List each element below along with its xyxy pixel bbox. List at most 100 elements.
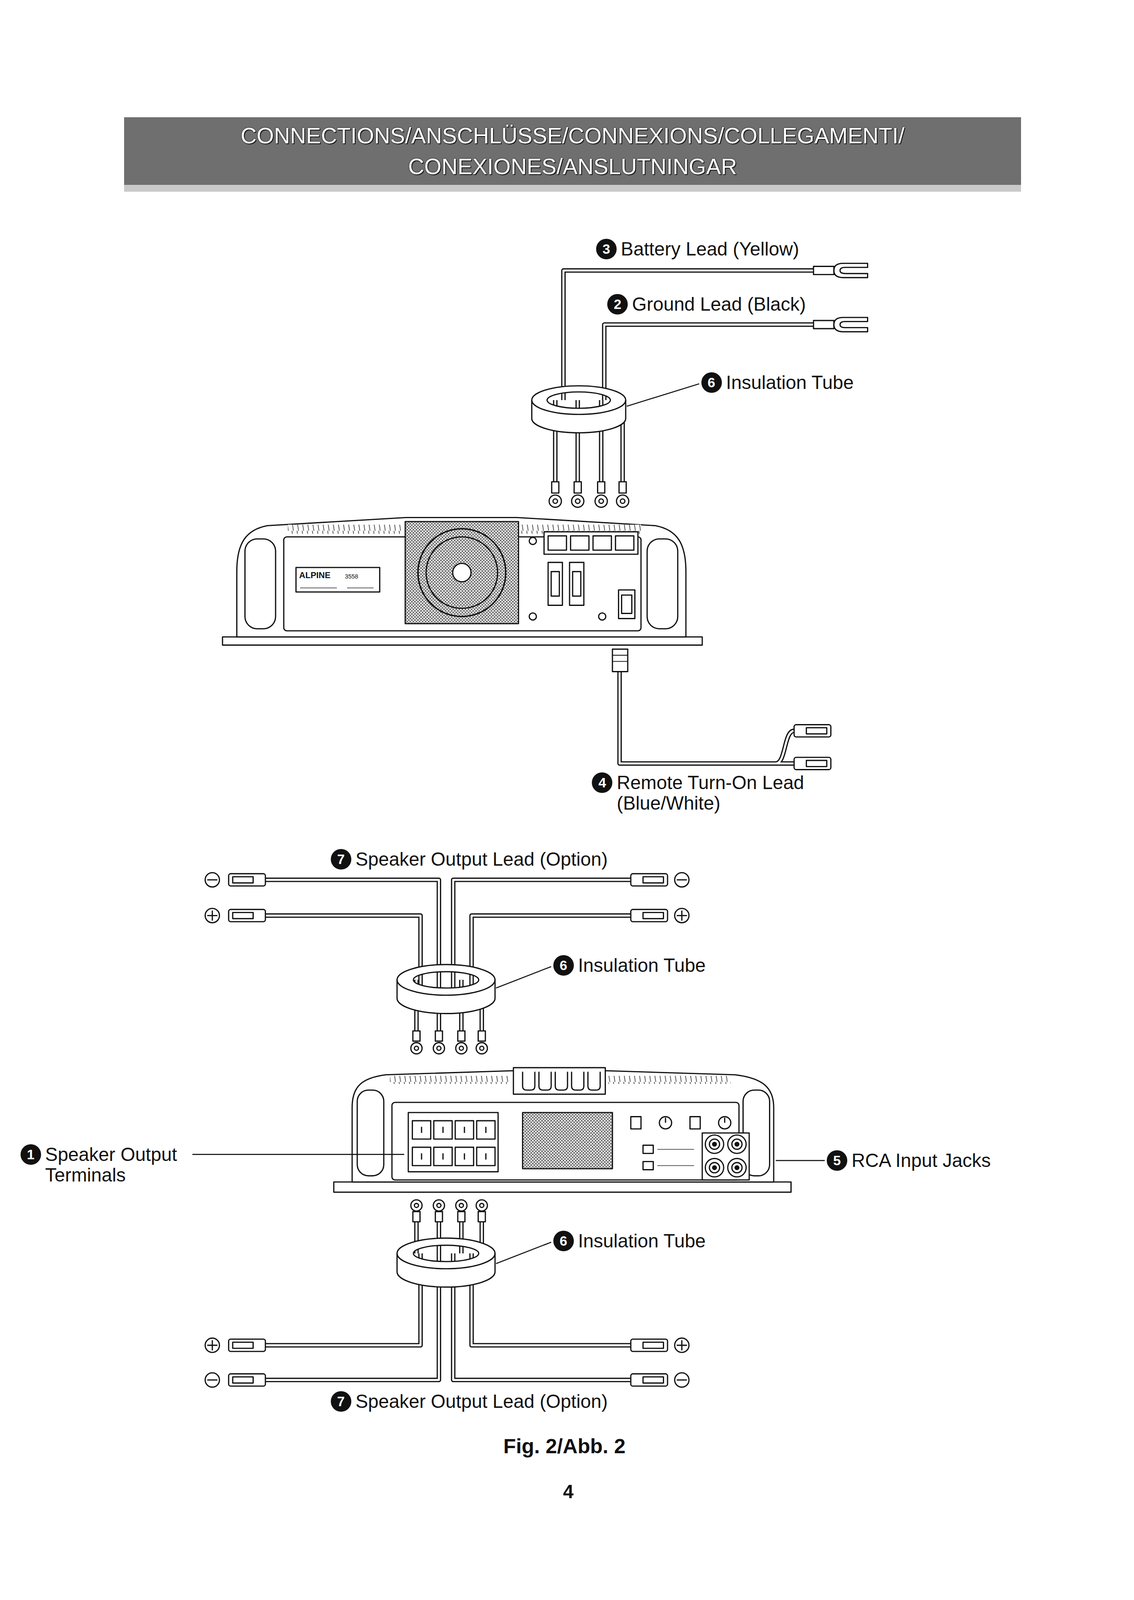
ring-terminal-hole	[436, 1046, 442, 1051]
plus-symbol-cross	[207, 1340, 218, 1351]
ring-terminal	[476, 1199, 488, 1212]
insulation-tube-hole	[413, 1245, 479, 1262]
panel-fine-print	[657, 1149, 695, 1166]
power-terminal	[593, 535, 612, 550]
plus-symbol-cross	[207, 910, 218, 921]
spade-connector	[228, 1338, 266, 1352]
ring-terminal	[455, 1042, 467, 1054]
fuse-holder	[569, 562, 584, 606]
leader-line	[192, 1154, 405, 1155]
spade-connector-inner	[232, 1377, 254, 1384]
remote-plug-ridges	[612, 655, 628, 662]
side-handle	[647, 538, 678, 629]
callout-number: 3	[596, 238, 617, 260]
figure-caption: Fig. 2/Abb. 2	[393, 1434, 736, 1459]
ridge-slots	[522, 1071, 600, 1091]
callout-label: Ground Lead (Black)	[632, 293, 806, 315]
title-band	[124, 117, 1022, 185]
rear-grille	[522, 1112, 613, 1169]
selector-switch	[630, 1116, 642, 1129]
cable-core	[265, 879, 631, 1036]
screw	[598, 612, 606, 621]
rca-plate	[702, 1133, 750, 1181]
fan-hub	[452, 563, 472, 582]
insulation-tube-hole	[546, 391, 611, 409]
mounting-flange	[222, 636, 703, 645]
ring-terminal-hole	[459, 1203, 464, 1208]
rca-jack-pin	[735, 1142, 740, 1147]
callout-label: Speaker Output Lead (Option)	[355, 1391, 608, 1412]
ring-terminal	[595, 495, 608, 508]
rca-jack	[705, 1158, 724, 1177]
fuse	[551, 571, 560, 597]
power-terminal	[548, 535, 567, 550]
page-number: 4	[525, 1481, 612, 1503]
callout-label: Insulation Tube	[726, 372, 854, 393]
callout-label: RCA Input Jacks	[851, 1150, 991, 1171]
minus-symbol-bar	[207, 1379, 218, 1381]
fork-terminal	[834, 317, 868, 332]
ring-terminal	[476, 1042, 488, 1054]
ring-terminal-barrel	[574, 481, 582, 493]
ring-terminal-hole	[620, 498, 625, 504]
ring-terminal-barrel	[597, 481, 606, 493]
callout: 2Ground Lead (Black)	[607, 293, 806, 315]
spade-connector-inner	[643, 912, 664, 919]
rca-jack-inner	[731, 1162, 743, 1173]
top-ridge	[513, 1067, 606, 1095]
minus-symbol	[204, 1372, 220, 1387]
screw	[529, 537, 537, 545]
heat-sink-ribs	[389, 1075, 511, 1084]
name-plate	[296, 567, 380, 592]
gain-knob	[718, 1116, 731, 1129]
screw	[529, 612, 537, 621]
cable-core	[265, 1221, 631, 1381]
rca-jack-pin	[712, 1165, 717, 1170]
spade-connector-inner	[806, 727, 827, 734]
ring-terminal-hole	[414, 1046, 419, 1051]
callout: 6Insulation Tube	[553, 1230, 706, 1252]
ring-terminal-barrel	[412, 1030, 421, 1042]
ring-terminal-barrel	[457, 1211, 466, 1222]
leader-line	[495, 966, 552, 989]
callout-number: 5	[826, 1150, 848, 1171]
insulation-tube-body	[397, 964, 496, 1014]
leader-line	[495, 1242, 552, 1264]
rca-jack-pin	[712, 1142, 717, 1147]
cable-core	[555, 270, 814, 764]
ring-terminal	[410, 1199, 422, 1212]
leader-line	[626, 383, 700, 407]
rca-jack-inner	[731, 1139, 743, 1150]
spade-connector-inner	[232, 876, 254, 883]
insulation-tube-body	[531, 385, 626, 434]
ring-terminal	[433, 1042, 445, 1054]
minus-symbol-bar	[676, 879, 687, 881]
insulation-tube-rim	[397, 964, 496, 996]
ring-terminal-barrel	[477, 1030, 486, 1042]
rca-jack-pin	[735, 1165, 740, 1170]
gain-knob-mark	[724, 1117, 726, 1123]
ring-terminal	[571, 495, 585, 508]
callout: 7Speaker Output Lead (Option)	[330, 1391, 608, 1412]
fan-grille	[405, 521, 519, 624]
ring-terminal-hole	[414, 1203, 419, 1208]
callout-label: Insulation Tube	[578, 1230, 706, 1252]
ring-terminal-barrel	[477, 1211, 486, 1222]
spade-connector	[630, 873, 668, 887]
callout-label: Battery Lead (Yellow)	[620, 238, 800, 260]
spade-connector-inner	[643, 876, 664, 883]
ring-terminal-barrel	[619, 481, 627, 493]
page-title: CONNECTIONS/ANSCHLÜSSE/CONNEXIONS/COLLEG…	[187, 120, 958, 182]
spade-connector	[228, 873, 266, 887]
fuse	[572, 571, 581, 597]
ring-terminal-barrel	[551, 481, 559, 493]
ring-terminal-barrel	[435, 1030, 443, 1042]
remote-plug	[612, 649, 628, 672]
rca-jack	[705, 1134, 724, 1154]
side-handle	[244, 538, 276, 629]
ring-terminal-barrel	[457, 1030, 466, 1042]
power-terminal	[570, 535, 589, 550]
callout-label: Remote Turn-On Lead (Blue/White)	[616, 772, 823, 814]
mounting-flange	[333, 1181, 792, 1193]
